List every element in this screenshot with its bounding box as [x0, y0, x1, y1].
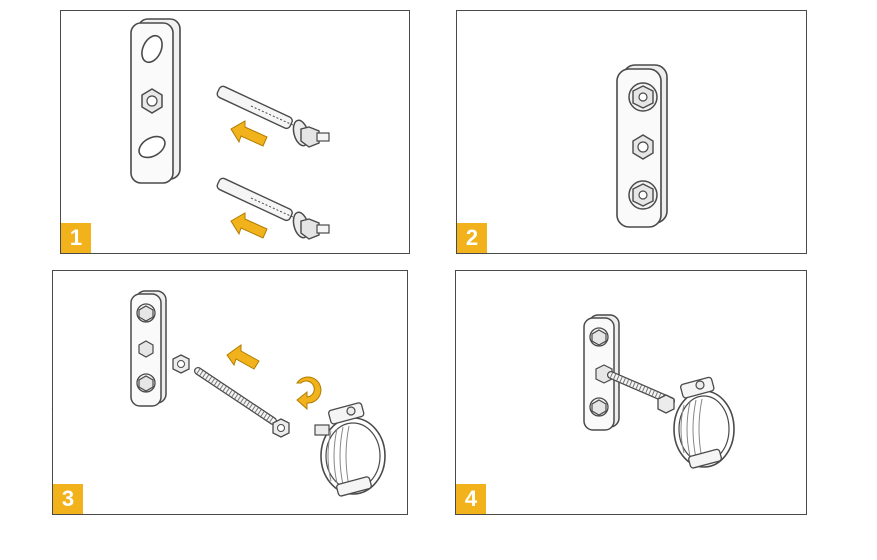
direction-arrow-upper — [230, 120, 268, 147]
mounting-plate-fixed — [616, 64, 668, 228]
step-badge-3: 3 — [53, 484, 83, 514]
direction-arrow-lower — [230, 212, 268, 239]
step-3-illustration — [130, 290, 386, 497]
pipe-clamp — [314, 402, 386, 497]
threaded-rod — [194, 367, 277, 425]
step-2-illustration — [616, 64, 668, 228]
mounting-plate-fixed — [583, 314, 620, 431]
mounting-plate — [130, 18, 181, 184]
step-panel-1: 1 — [60, 10, 410, 254]
step-panel-3: 3 — [52, 270, 408, 515]
direction-arrow-insert — [226, 344, 260, 370]
anchor-nut-top — [628, 82, 658, 112]
anchor-bolt-lower — [216, 177, 330, 240]
step-4-illustration — [583, 314, 735, 469]
step-1-illustration — [130, 18, 330, 240]
hex-nut-rod-end — [272, 418, 290, 438]
threaded-rod-installed — [607, 371, 675, 414]
anchor-bolt-upper — [216, 85, 330, 148]
step-badge-4: 4 — [456, 484, 486, 514]
step-badge-1: 1 — [61, 223, 91, 253]
center-nut — [632, 134, 654, 160]
step-badge-2: 2 — [457, 223, 487, 253]
hex-nut-loose — [172, 354, 190, 374]
step-panel-4: 4 — [455, 270, 807, 515]
rotation-arrow-icon — [296, 376, 322, 411]
step-panel-2: 2 — [456, 10, 807, 254]
mounting-plate-fixed — [130, 290, 167, 407]
pipe-clamp-mounted — [673, 376, 735, 469]
anchor-nut-bottom — [628, 180, 658, 210]
